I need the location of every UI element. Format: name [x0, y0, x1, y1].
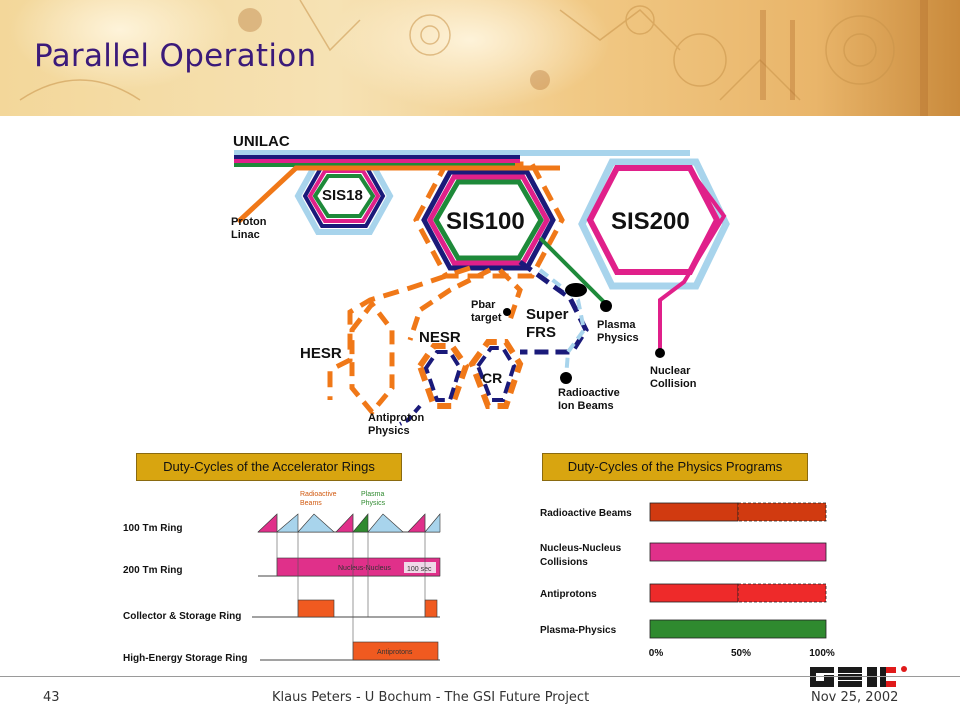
program-label-0-0: Radioactive Beams — [540, 508, 632, 519]
top-label-plasma-2: Physics — [361, 500, 386, 507]
nesr-navy-ring — [423, 350, 463, 402]
hesr-label: HESR — [300, 345, 342, 362]
antiprotons-bar-label: Antiprotons — [377, 649, 413, 656]
antiproton-physics-label-1: Antiproton — [368, 412, 424, 424]
nesr-label: NESR — [419, 329, 461, 346]
super-frs-line — [518, 259, 589, 355]
pbar-target-label-2: target — [471, 312, 502, 324]
pulse-6 — [367, 513, 404, 533]
accelerator-duty-header: Duty-Cycles of the Accelerator Rings — [136, 453, 402, 481]
pbar-transfer-line — [498, 268, 523, 321]
target-ellipse — [565, 283, 587, 297]
physics-duty-chart: Radioactive BeamsNucleus-NucleusCollisio… — [540, 502, 835, 659]
unilac-label: UNILAC — [233, 133, 290, 150]
plasma-physics-label-1: Plasma — [597, 319, 636, 331]
sis100-label: SIS100 — [446, 208, 525, 235]
program-bar-2-dashed — [737, 583, 827, 603]
sis18-magenta-ring — [307, 169, 381, 223]
row-label-collector: Collector & Storage Ring — [123, 611, 241, 622]
header-background — [0, 0, 960, 116]
sis100-magenta-ring — [427, 174, 550, 266]
axis-tick-2: 100% — [809, 648, 835, 659]
antiproton-line — [399, 404, 422, 426]
bar-collector-2 — [424, 599, 438, 618]
sis200-outer-ring — [578, 158, 730, 290]
top-label-plasma-1: Plasma — [361, 491, 384, 498]
antiproton-physics-label-2: Physics — [368, 425, 410, 437]
top-label-radioactive-2: Beams — [300, 500, 322, 507]
bar-collector-1 — [297, 599, 335, 618]
cr-orange-ring — [468, 339, 524, 409]
program-label-1-0: Nucleus-Nucleus — [540, 543, 622, 554]
gsi-logo — [810, 666, 907, 687]
facility-map: UNILAC SIS18 SIS100 SIS200 Proton Linac … — [231, 133, 730, 437]
plasma-physics-label-2: Physics — [597, 332, 639, 344]
sis100-green-ring — [433, 179, 544, 261]
program-label-3-0: Plasma-Physics — [540, 625, 617, 636]
row-label-hesr: High-Energy Storage Ring — [123, 653, 247, 664]
sis18-green-ring — [312, 174, 376, 218]
plasma-line — [538, 236, 608, 306]
top-label-radioactive-1: Radioactive — [300, 491, 337, 498]
program-bar-1 — [649, 542, 827, 562]
sis200-ring — [586, 165, 721, 275]
program-bar-0-dashed — [737, 502, 827, 522]
nuclear-collision-label-1: Nuclear — [650, 365, 691, 377]
nuclear-collision-line — [658, 168, 727, 352]
program-label-1-1: Collisions — [540, 557, 588, 568]
footer-text: Klaus Peters - U Bochum - The GSI Future… — [272, 690, 590, 705]
pbar-target-label-1: Pbar — [471, 299, 496, 311]
page-number: 43 — [43, 690, 60, 705]
nucleus-nucleus-label: Nucleus-Nucleus — [338, 565, 391, 572]
plasma-physics-dot — [600, 300, 612, 312]
footer-divider — [0, 676, 960, 677]
axis-tick-0: 0% — [649, 648, 664, 659]
program-bar-3 — [649, 619, 827, 639]
nuclear-collision-dot — [655, 348, 665, 358]
pulse-1 — [257, 513, 278, 533]
sis100-navy-ring — [421, 169, 556, 271]
hesr-transfer-line — [327, 265, 471, 400]
sec-label-bg — [404, 562, 436, 573]
pulse-5 — [352, 513, 369, 533]
row-label-100tm: 100 Tm Ring — [123, 523, 182, 534]
sec-label: 100 sec — [407, 566, 432, 573]
pulse-3 — [297, 513, 335, 533]
pulse-7 — [407, 513, 426, 533]
proton-linac-line — [236, 165, 560, 224]
sis200-label: SIS200 — [611, 208, 690, 235]
program-label-2-0: Antiprotons — [540, 589, 597, 600]
hesr-ring — [349, 299, 395, 416]
physics-duty-header: Duty-Cycles of the Physics Programs — [542, 453, 808, 481]
slide-title: Parallel Operation — [34, 38, 317, 74]
sis18-label: SIS18 — [322, 187, 363, 204]
cr-navy-ring — [475, 346, 517, 402]
proton-linac-label-2: Linac — [231, 229, 260, 241]
pbar-target-dot — [503, 308, 511, 316]
axis-tick-1: 50% — [731, 648, 751, 659]
cr-label: CR — [482, 370, 502, 386]
super-frs-label-2: FRS — [526, 324, 556, 341]
super-frs-label-1: Super — [526, 306, 569, 323]
program-bar-2-solid — [649, 583, 739, 603]
radioactive-ion-beams-label-1: Radioactive — [558, 387, 620, 399]
radioactive-beams-dot — [560, 372, 572, 384]
pulse-8 — [424, 513, 441, 533]
nesr-orange-ring — [416, 343, 470, 409]
nuclear-collision-label-2: Collision — [650, 378, 697, 390]
footer-date: Nov 25, 2002 — [811, 690, 899, 705]
row-label-200tm: 200 Tm Ring — [123, 565, 182, 576]
proton-linac-label-1: Proton — [231, 216, 267, 228]
accelerator-duty-chart: 100 Tm Ring 200 Tm Ring Collector & Stor… — [123, 491, 441, 664]
header-banner: Parallel Operation — [0, 0, 960, 116]
radioactive-ion-beams-label-2: Ion Beams — [558, 400, 614, 412]
program-bar-0-solid — [649, 502, 739, 522]
nesr-transfer-line — [407, 267, 492, 341]
pulse-2 — [276, 513, 299, 533]
pulse-4 — [335, 513, 354, 533]
